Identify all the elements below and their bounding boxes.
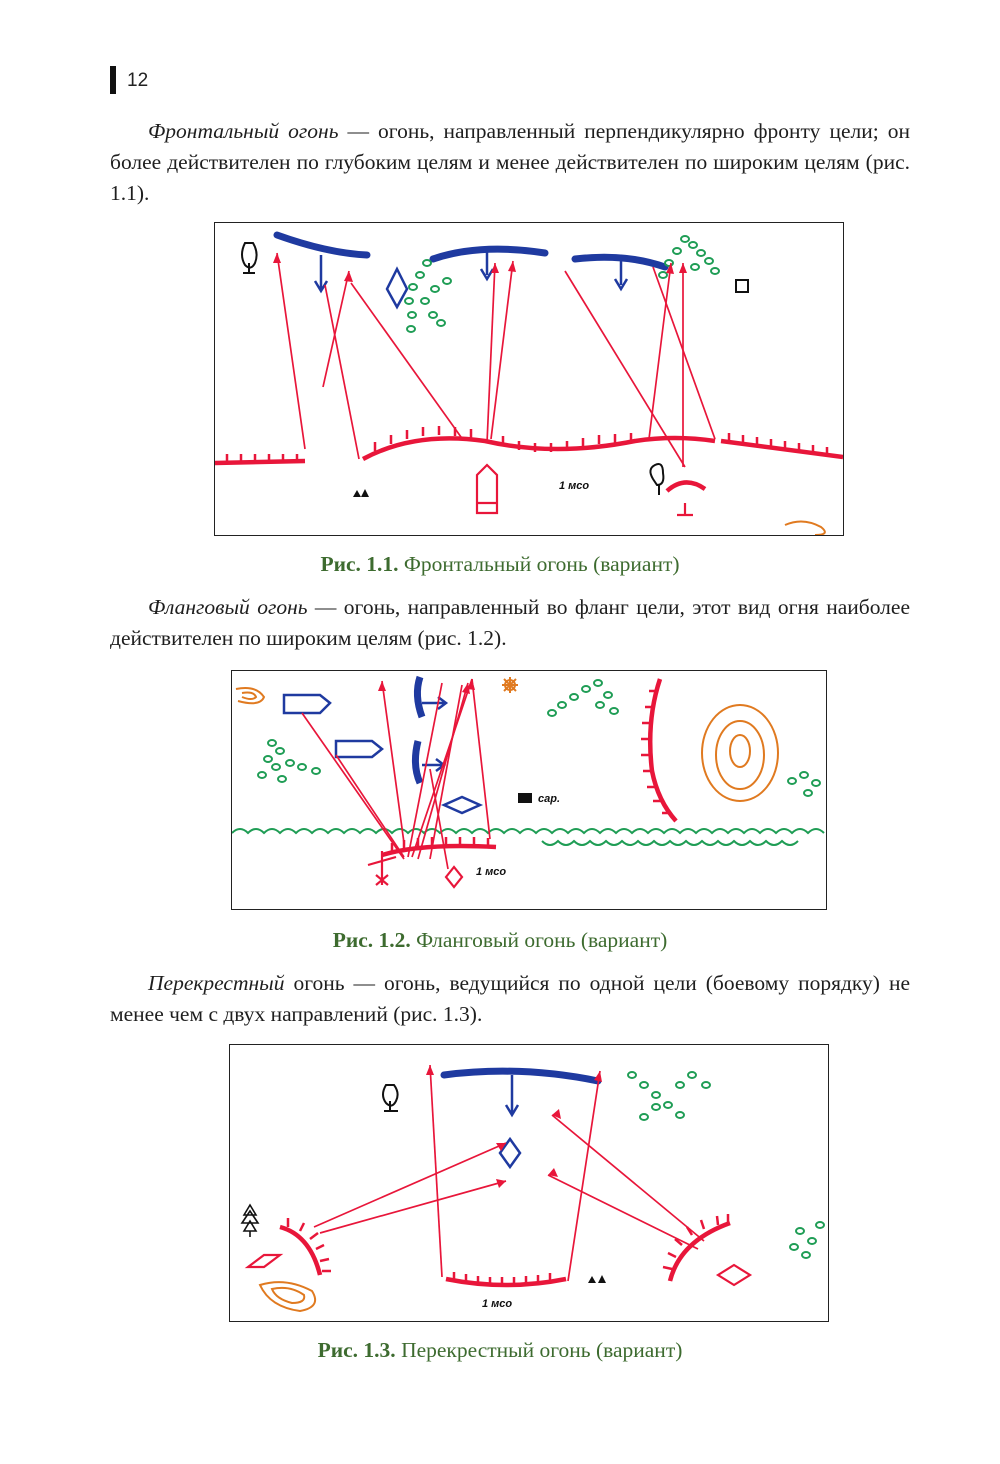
- figure-caption-text: Фронтальный огонь (вариант): [403, 552, 680, 576]
- definition-frontal-fire: — огонь, направленный перпендикулярно фр…: [110, 119, 910, 205]
- term-frontal-fire: Фронтальный огонь: [148, 119, 339, 143]
- term-cross-fire: Перекрестный: [148, 971, 285, 995]
- figure-caption-text: Перекрестный огонь (вариант): [401, 1338, 683, 1362]
- paragraph-flank-fire: Фланговый огонь — огонь, направленный во…: [110, 592, 910, 654]
- caption-figure-1-3: Рис. 1.3. Перекрестный огонь (вариант): [0, 1338, 1000, 1363]
- figure-number: Рис. 1.2.: [332, 928, 411, 952]
- frontal-fire-diagram: 1 мсо: [215, 231, 843, 535]
- unit-label: 1 мсо: [559, 480, 589, 492]
- page-number: 12: [127, 70, 149, 91]
- unit-label: 1 мсо: [476, 866, 506, 878]
- cross-fire-diagram: 1 мсо: [240, 1064, 825, 1313]
- definition-flank-fire: — огонь, направленный во фланг цели, это…: [110, 595, 910, 650]
- barn-label: сар.: [538, 793, 560, 805]
- page-marker: [110, 66, 116, 94]
- figure-caption-text: Фланговый огонь (вариант): [416, 928, 668, 952]
- flank-fire-diagram: сар. 1 мсо: [232, 675, 825, 889]
- figure-1-2-flank-fire: сар. 1 мсо: [231, 670, 827, 910]
- definition-cross-fire: огонь — огонь, ведущийся по одной цели (…: [110, 971, 910, 1026]
- figure-number: Рис. 1.1.: [320, 552, 399, 576]
- caption-figure-1-2: Рис. 1.2. Фланговый огонь (вариант): [0, 928, 1000, 953]
- figure-1-1-frontal-fire: 1 мсо: [214, 222, 844, 536]
- caption-figure-1-1: Рис. 1.1. Фронтальный огонь (вариант): [0, 552, 1000, 577]
- figure-number: Рис. 1.3.: [317, 1338, 396, 1362]
- paragraph-cross-fire: Перекрестный огонь — огонь, ведущийся по…: [110, 968, 910, 1030]
- unit-label: 1 мсо: [482, 1298, 512, 1310]
- paragraph-frontal-fire: Фронтальный огонь — огонь, направленный …: [110, 116, 910, 209]
- figure-1-3-cross-fire: 1 мсо: [229, 1044, 829, 1322]
- term-flank-fire: Фланговый огонь: [148, 595, 308, 619]
